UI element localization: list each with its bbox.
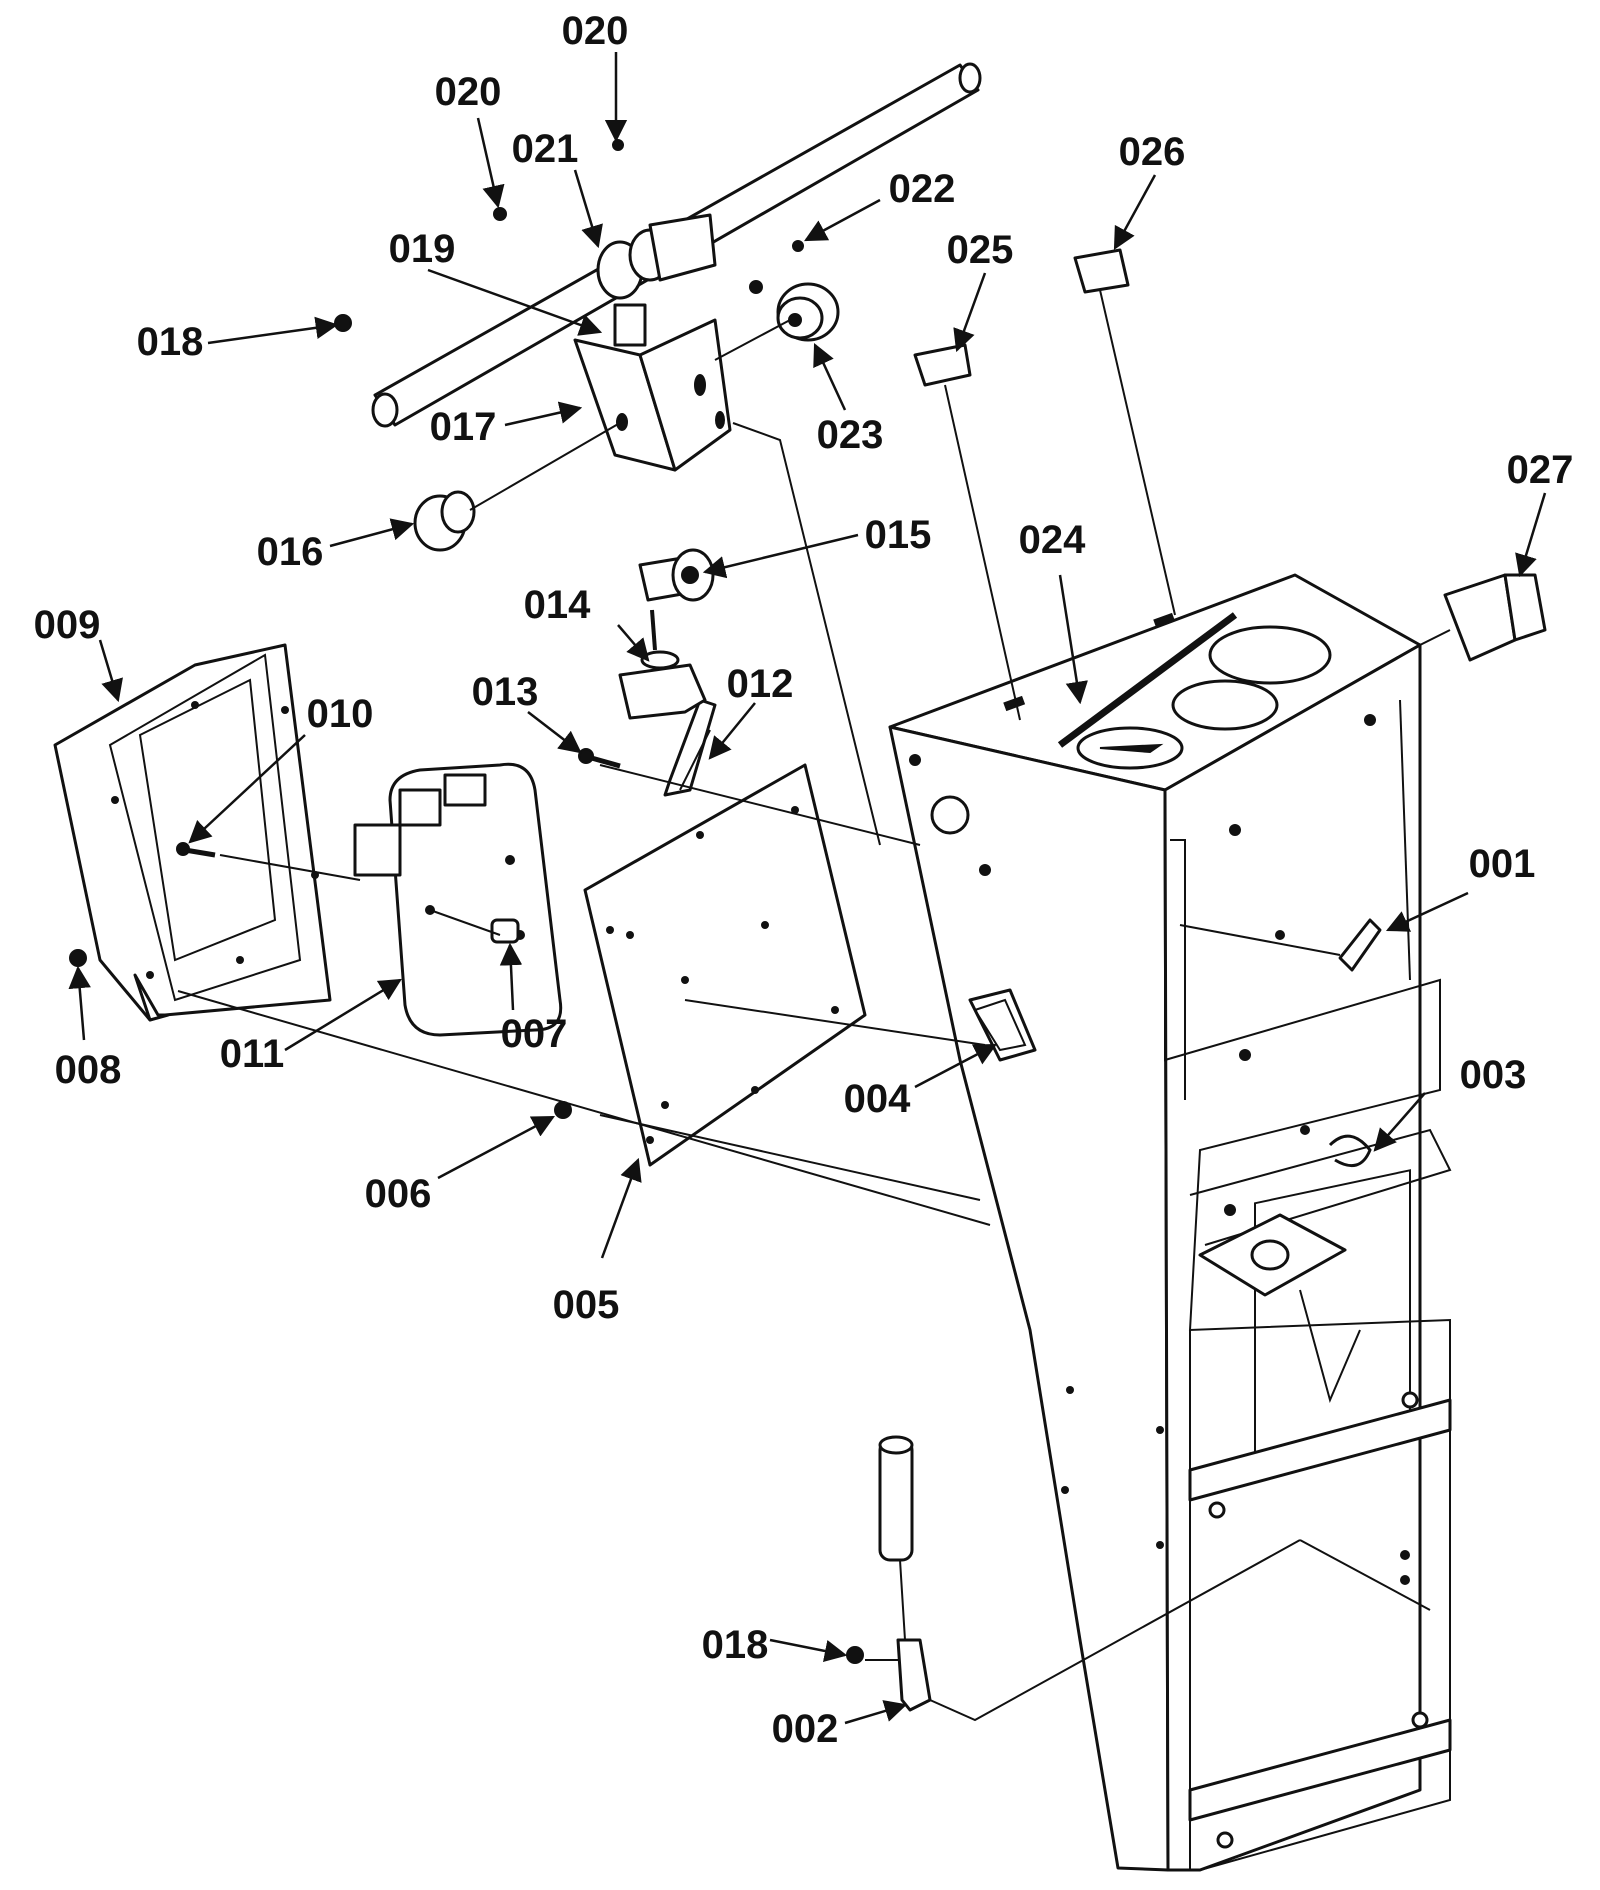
- leader-arrows: [68, 52, 1547, 1725]
- part-015-limit-switch: [638, 548, 715, 602]
- part-011-control-board: [353, 762, 563, 1037]
- callout-003: 003: [1460, 1053, 1527, 1097]
- callout-labels: 020 020 021 022 019 026 025 018 017 023 …: [34, 9, 1574, 1751]
- callout-020-top: 020: [562, 9, 629, 53]
- callout-001: 001: [1469, 842, 1536, 886]
- callout-012: 012: [727, 662, 794, 706]
- part-025-plug: [913, 343, 972, 387]
- callout-010: 010: [307, 692, 374, 736]
- part-012-bracket: [663, 698, 717, 797]
- callout-019: 019: [389, 227, 456, 271]
- part-009-frame: [53, 643, 332, 1022]
- small-screws: [334, 139, 864, 1664]
- shaft-assembly: [371, 62, 982, 472]
- callout-025: 025: [947, 228, 1014, 272]
- callout-027: 027: [1507, 448, 1574, 492]
- callout-007: 007: [501, 1012, 568, 1056]
- callout-002: 002: [772, 1707, 839, 1751]
- callout-014: 014: [524, 583, 591, 627]
- part-013-screw: [578, 748, 621, 769]
- part-004-switch: [968, 988, 1037, 1062]
- callout-022: 022: [889, 167, 956, 211]
- part-014-switch: [618, 609, 707, 720]
- callout-020-left: 020: [435, 70, 502, 114]
- callout-011: 011: [220, 1032, 285, 1076]
- part-005-panel: [583, 763, 867, 1167]
- part-007-spacer: [490, 918, 520, 944]
- part-001-clip: [1338, 918, 1382, 972]
- part-002-sensor: [878, 1435, 932, 1712]
- callout-021: 021: [512, 127, 579, 171]
- callout-026: 026: [1119, 130, 1186, 174]
- part-010-screw: [176, 842, 216, 858]
- part-003-ring: [1328, 1134, 1372, 1168]
- cabinet-housing: [888, 573, 1452, 1872]
- assembly-lines: [177, 289, 1451, 1722]
- callout-008: 008: [55, 1048, 122, 1092]
- part-026-plug: [1073, 248, 1130, 294]
- callout-018-top: 018: [137, 320, 204, 364]
- callout-017: 017: [430, 405, 497, 449]
- callout-016: 016: [257, 530, 324, 574]
- part-023-pulley: [749, 280, 840, 342]
- callout-009: 009: [34, 603, 101, 647]
- part-008-screw: [69, 949, 87, 967]
- callout-013: 013: [472, 670, 539, 714]
- callout-004: 004: [844, 1077, 911, 1121]
- part-027-block: [1443, 573, 1547, 662]
- callout-006: 006: [365, 1172, 432, 1216]
- callout-005: 005: [553, 1283, 620, 1327]
- callout-015: 015: [865, 513, 932, 557]
- callout-023: 023: [817, 413, 884, 457]
- callout-018-bottom: 018: [702, 1623, 769, 1667]
- part-016-knob: [413, 490, 476, 552]
- callout-024: 024: [1019, 518, 1086, 562]
